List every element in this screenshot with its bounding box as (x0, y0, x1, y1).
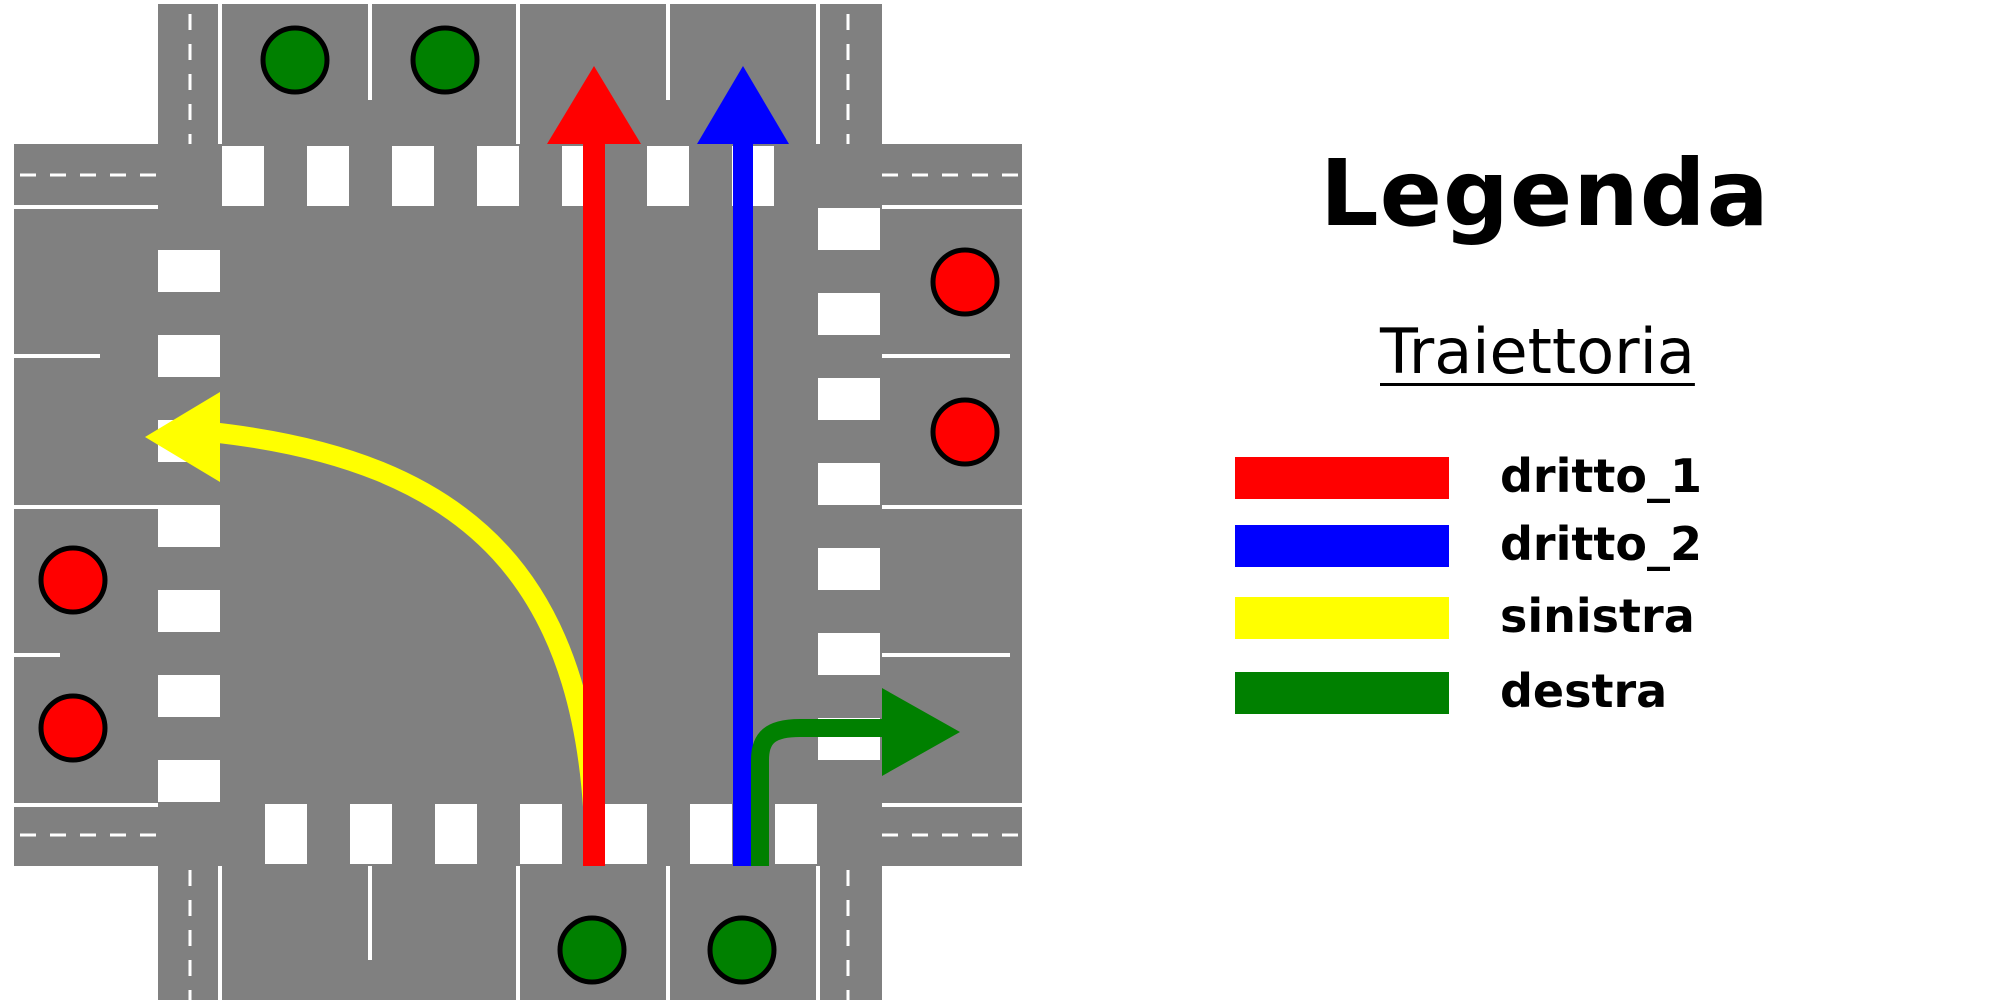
arrowhead-dritto-2 (697, 66, 789, 144)
traffic-light-west-2 (38, 693, 108, 763)
traffic-lights (38, 25, 1000, 985)
legend-swatch-destra (1235, 672, 1449, 714)
legend-row-dritto-2: dritto_2 (1235, 517, 1795, 571)
traffic-light-south-2 (707, 915, 777, 985)
intersection-diagram (14, 4, 1022, 1000)
traffic-light-north-1 (260, 25, 330, 95)
legend-label-dritto-1: dritto_1 (1500, 449, 1702, 503)
legend-swatch-dritto-2 (1235, 525, 1449, 567)
legend-swatch-sinistra (1235, 597, 1449, 639)
traffic-light-south-1 (557, 915, 627, 985)
crosswalk-east (818, 208, 880, 760)
arrowhead-dritto-1 (547, 66, 641, 144)
crosswalk-south (265, 804, 817, 864)
legend-row-dritto-1: dritto_1 (1235, 449, 1795, 503)
legend-title: Legenda (1320, 140, 1770, 247)
legend-label-destra: destra (1500, 664, 1668, 718)
legend-label-dritto-2: dritto_2 (1500, 517, 1702, 571)
legend-swatch-dritto-1 (1235, 457, 1449, 499)
intersection-box (158, 144, 882, 866)
arrowhead-sinistra (145, 392, 220, 482)
dashed-center-lines (20, 14, 1022, 1000)
trajectory-dritto-2 (697, 66, 789, 866)
trajectory-dritto-1 (547, 66, 641, 866)
traffic-light-north-2 (410, 25, 480, 95)
traffic-light-west-1 (38, 545, 108, 615)
arrowhead-destra (882, 688, 960, 776)
trajectory-destra (751, 688, 960, 866)
legend-row-destra: destra (1235, 664, 1795, 718)
legend-subtitle: Traiettoria (1380, 315, 1695, 388)
legend-row-sinistra: sinistra (1235, 589, 1795, 643)
traffic-light-east-2 (930, 397, 1000, 467)
legend: Legenda Traiettoria dritto_1 dritto_2 si… (1200, 140, 1840, 780)
legend-label-sinistra: sinistra (1500, 589, 1695, 643)
lane-lines (14, 4, 1022, 1000)
traffic-light-east-1 (930, 247, 1000, 317)
